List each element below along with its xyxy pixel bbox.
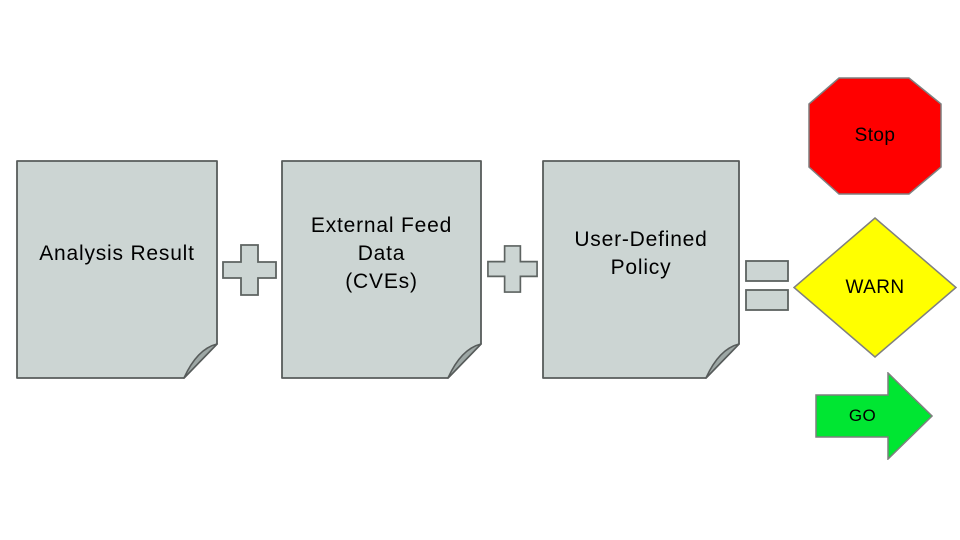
warn-diamond-icon [792,217,958,358]
plus-shape [487,245,538,293]
document-shape-icon [542,160,740,379]
go-label: GO [848,406,877,425]
document-label: Analysis Result [16,240,218,268]
document-label: User-Defined Policy [542,226,740,282]
output-stop: Stop [808,77,942,195]
equals-operator [745,260,789,311]
octagon-shape [808,77,942,195]
equals-bar-bottom [745,289,789,311]
plus-icon [487,245,538,293]
document-folded-corner-icon [183,343,218,379]
document-folded-corner-icon [447,343,482,379]
document-label-line: Data [357,242,406,265]
go-arrow-icon [815,371,934,461]
equals-bar-top [745,260,789,282]
equals-icon [745,260,789,311]
document-label: External Feed Data (CVEs) [281,212,482,296]
plus-shape [222,244,277,296]
warn-label: WARN [845,276,905,298]
plus-icon [222,244,277,296]
diamond-shape [792,217,958,358]
document-shape-icon [16,160,218,379]
plus-operator-2 [487,245,538,293]
document-label-line: Policy [610,256,672,279]
document-label-line: User-Defined [574,228,708,251]
document-shape-icon [281,160,482,379]
document-label-line: External Feed [310,214,453,237]
stop-octagon-icon [808,77,942,195]
plus-operator-1 [222,244,277,296]
document-body [16,160,218,379]
document-folded-corner-icon [705,343,740,379]
document-label-line: Analysis Result [39,242,195,265]
document-external-feed-data: External Feed Data (CVEs) [281,160,482,379]
document-label-line: (CVEs) [345,270,418,293]
stop-label: Stop [854,125,896,146]
output-go: GO [815,371,934,461]
right-arrow-shape [815,371,934,461]
document-user-defined-policy: User-Defined Policy [542,160,740,379]
document-analysis-result: Analysis Result [16,160,218,379]
output-warn: WARN [792,217,958,358]
